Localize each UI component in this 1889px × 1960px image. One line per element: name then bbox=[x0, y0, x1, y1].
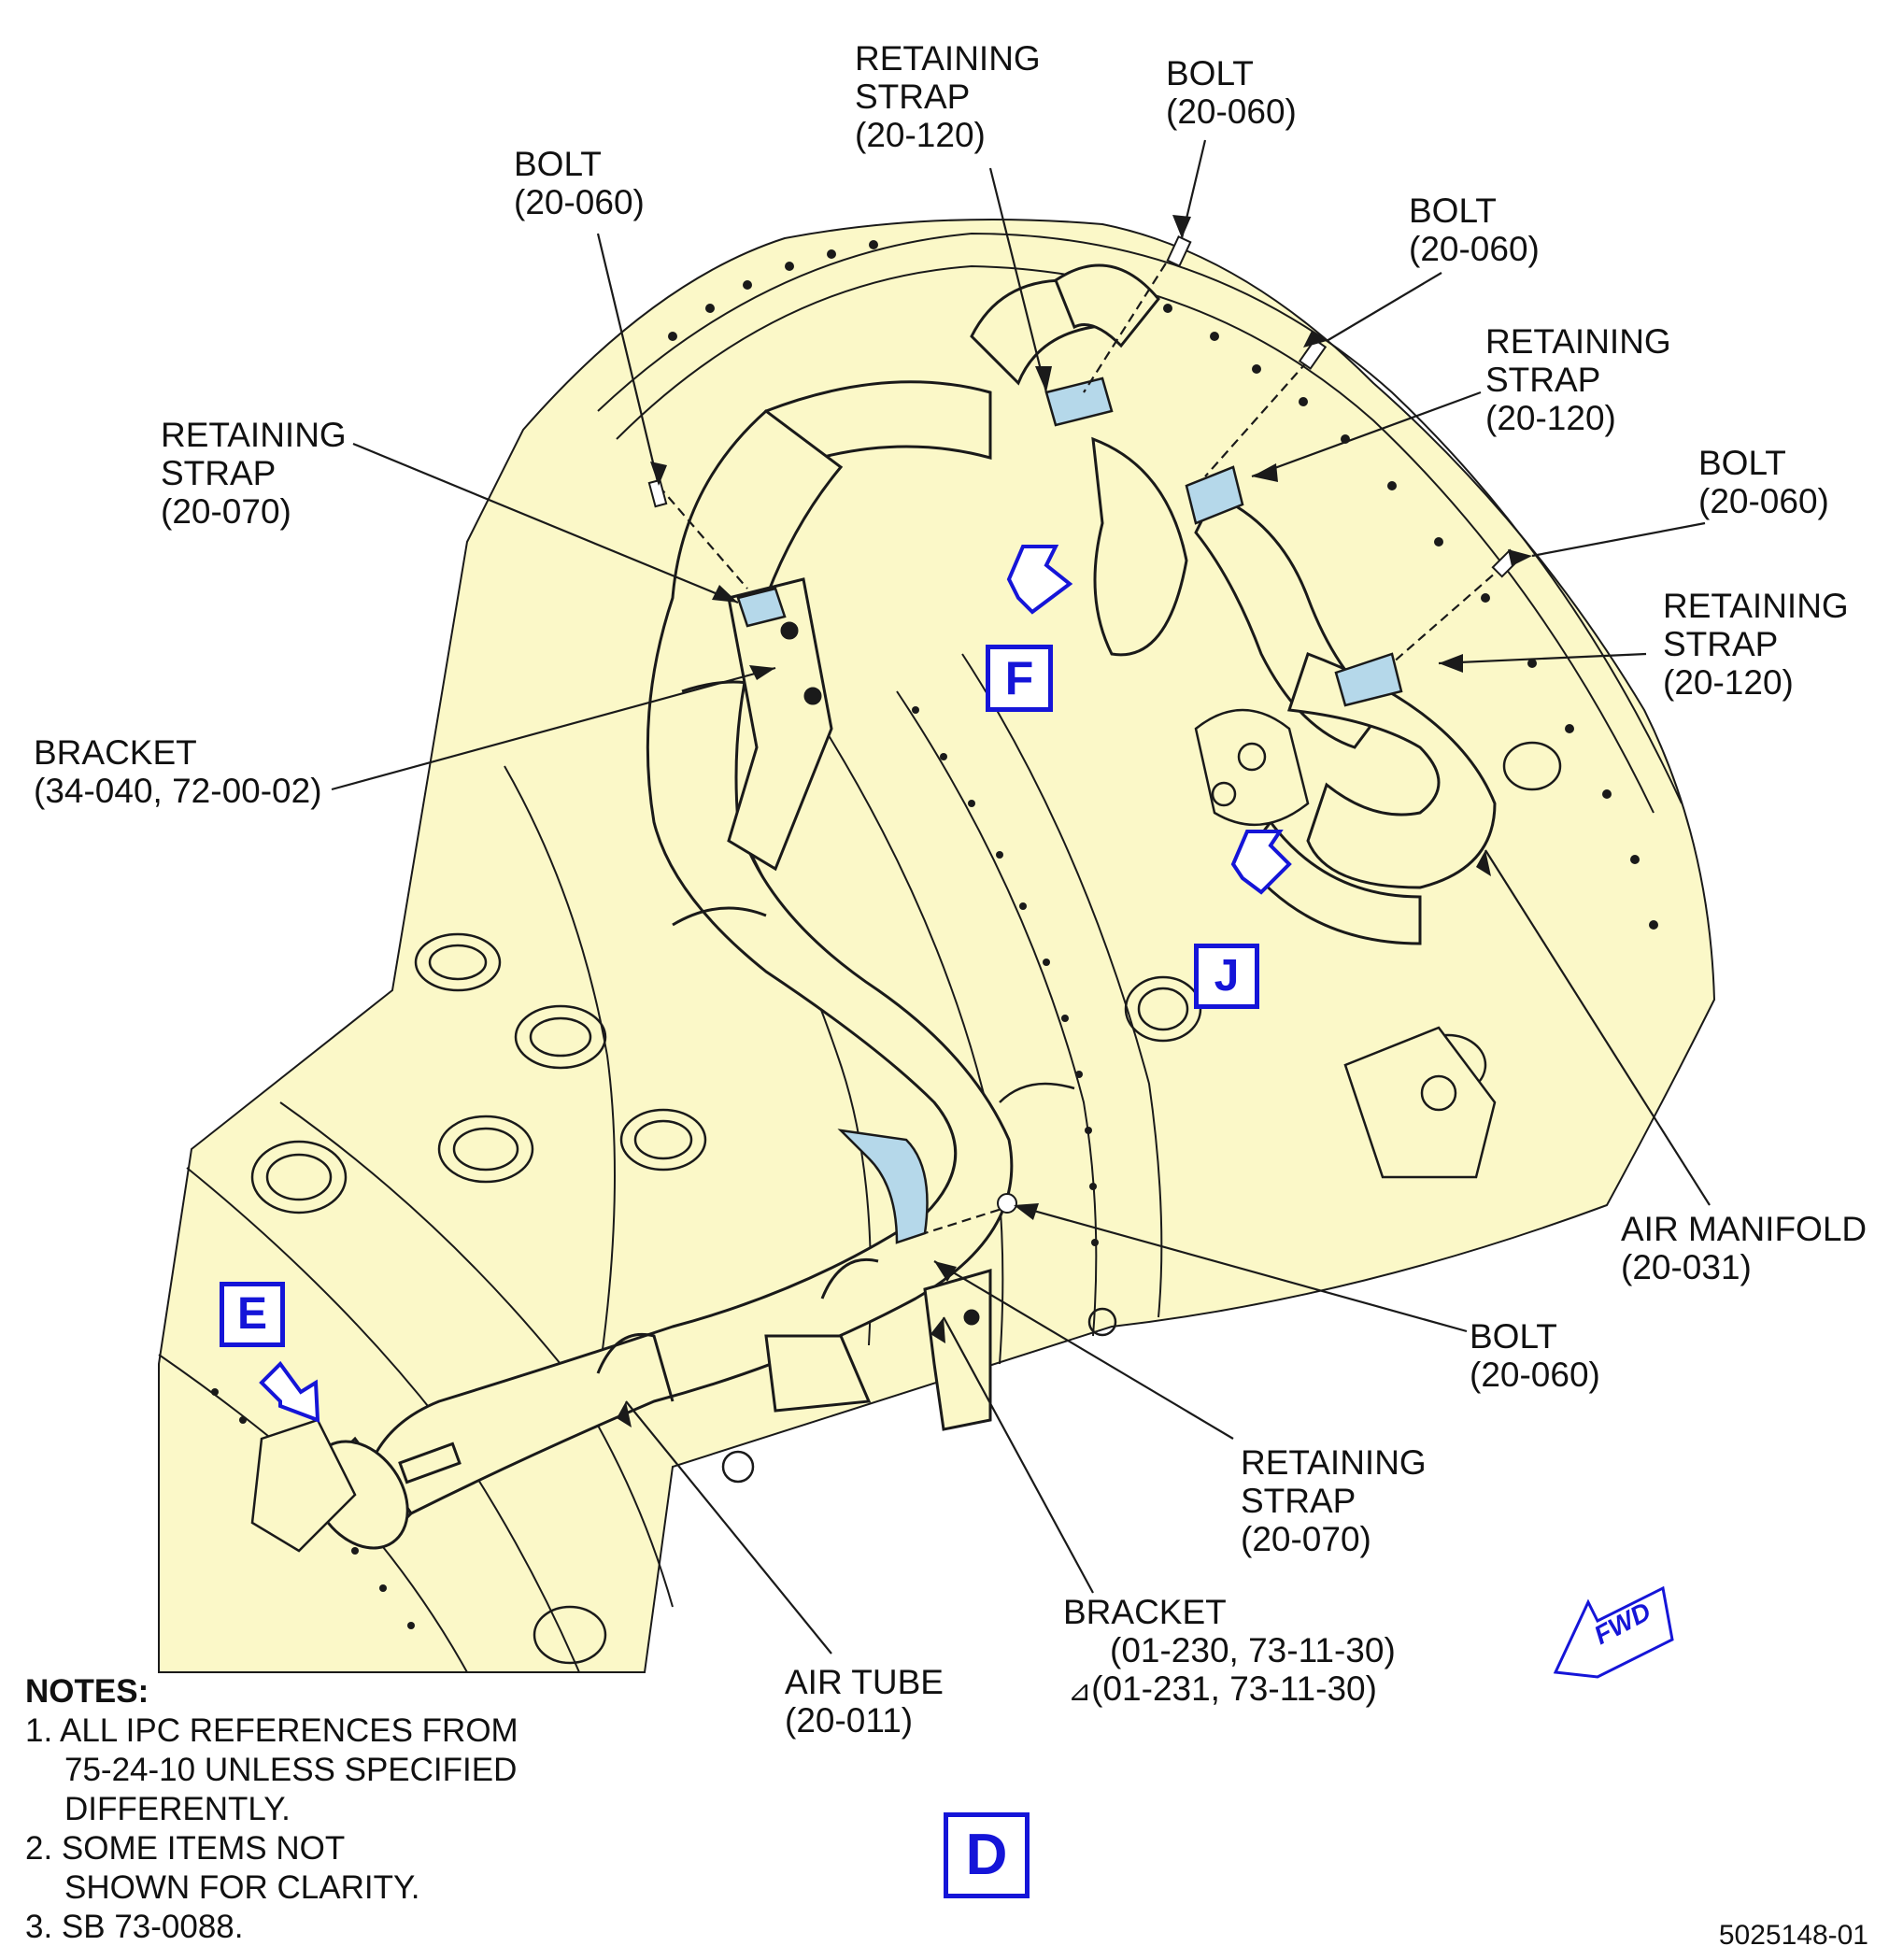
arrowheads bbox=[617, 215, 1532, 1427]
bracket-left-shape bbox=[727, 577, 833, 872]
engine-case-shading bbox=[158, 219, 1716, 1673]
retaining-straps bbox=[736, 376, 1403, 1244]
callout-bolt-lower: BOLT (20-060) bbox=[1470, 1317, 1600, 1394]
callout-retaining-strap-right-upper: RETAINING STRAP (20-120) bbox=[1485, 322, 1671, 437]
notes-title: NOTES: bbox=[25, 1673, 149, 1710]
callout-air-tube: AIR TUBE (20-011) bbox=[785, 1663, 944, 1740]
upper-manifold bbox=[764, 263, 1497, 945]
notes-block: NOTES: 1. ALL IPC REFERENCES FROM 75-24-… bbox=[25, 1672, 518, 1947]
view-label-d: D bbox=[944, 1812, 1030, 1898]
view-arrow-e bbox=[259, 1360, 320, 1423]
view-arrow-j bbox=[1230, 830, 1292, 895]
fwd-arrow bbox=[1553, 1585, 1674, 1679]
sb-flag-icon: ⊿ bbox=[1068, 1676, 1092, 1707]
figure-number: 5025148-01 bbox=[1718, 1920, 1868, 1951]
callout-bracket-left: BRACKET (34-040, 72-00-02) bbox=[34, 733, 322, 810]
leader-lines bbox=[331, 139, 1711, 1655]
callout-retaining-strap-lower: RETAINING STRAP (20-070) bbox=[1241, 1443, 1427, 1558]
callout-retaining-strap-top: RETAINING STRAP (20-120) bbox=[855, 39, 1041, 154]
bracket-lower-shape bbox=[764, 1269, 992, 1431]
callout-retaining-strap-right-mid: RETAINING STRAP (20-120) bbox=[1663, 587, 1849, 702]
callout-bolt-top: BOLT (20-060) bbox=[1166, 54, 1297, 131]
note-2: 2. SOME ITEMS NOT SHOWN FOR CLARITY. bbox=[25, 1830, 420, 1906]
flange-holes bbox=[211, 240, 1658, 1629]
fittings bbox=[250, 708, 1497, 1553]
callout-bolt-right-mid: BOLT (20-060) bbox=[1698, 444, 1829, 520]
combustor-ports bbox=[250, 741, 1562, 1665]
view-label-f: F bbox=[986, 645, 1053, 712]
view-label-e: E bbox=[220, 1282, 285, 1347]
note-1: 1. ALL IPC REFERENCES FROM 75-24-10 UNLE… bbox=[25, 1712, 518, 1827]
callout-bracket-lower: BRACKET (01-230, 73-11-30) ⊿(01-231, 73-… bbox=[1063, 1593, 1396, 1711]
view-arrows bbox=[259, 545, 1292, 1423]
callout-retaining-strap-left: RETAINING STRAP (20-070) bbox=[161, 416, 347, 531]
callout-air-manifold: AIR MANIFOLD (20-031) bbox=[1621, 1210, 1868, 1286]
note-3: 3. SB 73-0088. bbox=[25, 1909, 244, 1945]
view-label-j: J bbox=[1194, 944, 1259, 1009]
callout-bolt-left: BOLT (20-060) bbox=[514, 145, 645, 221]
view-arrow-f bbox=[1006, 545, 1073, 615]
callout-bolt-right-upper: BOLT (20-060) bbox=[1409, 192, 1540, 268]
